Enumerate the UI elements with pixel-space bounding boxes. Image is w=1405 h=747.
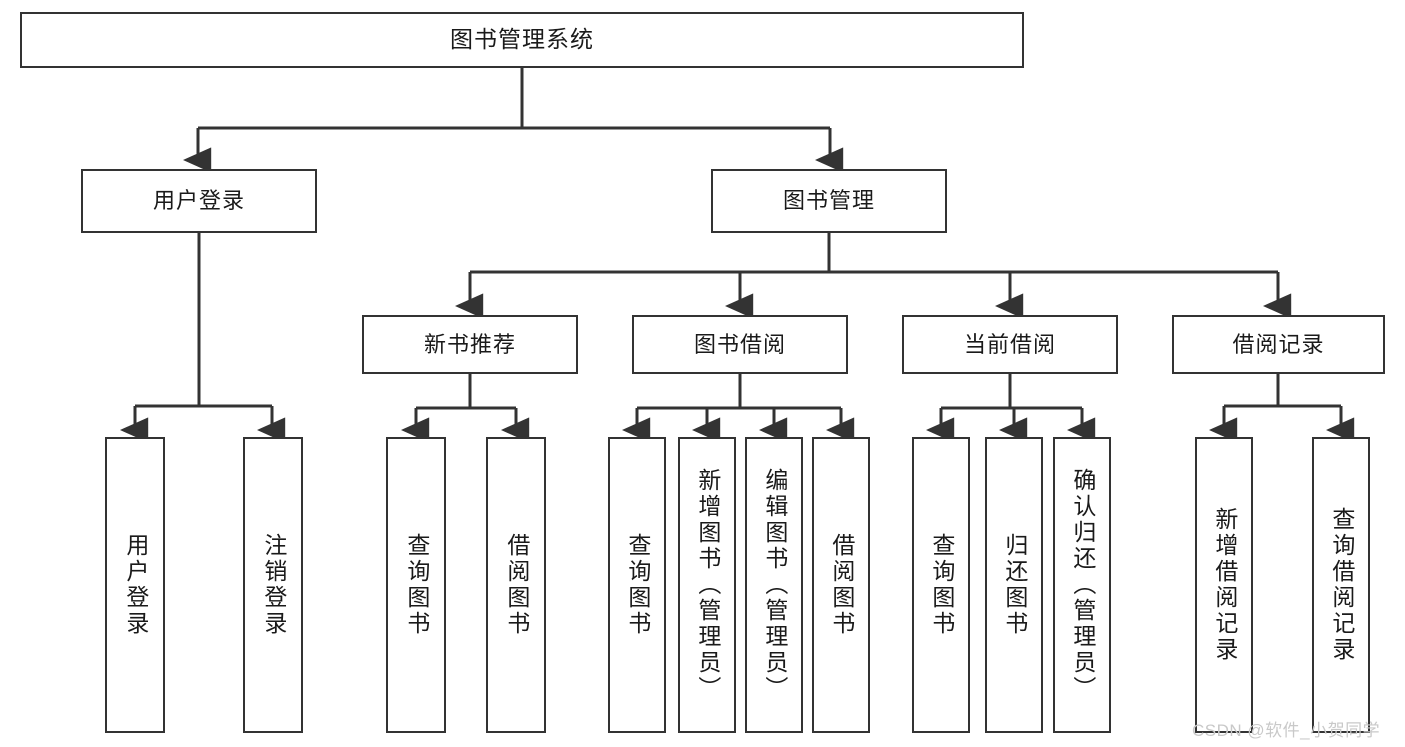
leaf-return-book[interactable]: 归还图书 [985, 437, 1043, 733]
leaf-edit-book-admin-label: 编辑图书（管理员） [761, 468, 788, 702]
leaf-add-book-admin-label: 新增图书（管理员） [694, 468, 721, 702]
leaf-borrow-book-new[interactable]: 借阅图书 [486, 437, 546, 733]
leaf-edit-book-admin[interactable]: 编辑图书（管理员） [745, 437, 803, 733]
leaf-query-book-current[interactable]: 查询图书 [912, 437, 970, 733]
leaf-return-book-label: 归还图书 [1001, 533, 1028, 637]
leaf-logout[interactable]: 注销登录 [243, 437, 303, 733]
node-book-borrow[interactable]: 图书借阅 [632, 315, 848, 374]
node-new-book-recommend[interactable]: 新书推荐 [362, 315, 578, 374]
leaf-add-borrow-record-label: 新增借阅记录 [1211, 507, 1238, 663]
leaf-borrow-book-label: 借阅图书 [828, 533, 855, 637]
node-root-label: 图书管理系统 [450, 26, 594, 53]
leaf-user-login[interactable]: 用户登录 [105, 437, 165, 733]
leaf-borrow-book[interactable]: 借阅图书 [812, 437, 870, 733]
node-borrow-records[interactable]: 借阅记录 [1172, 315, 1385, 374]
connector-group-new-books [401, 374, 530, 443]
connector-group-user-login [120, 233, 286, 443]
node-user-login[interactable]: 用户登录 [81, 169, 317, 233]
connector-group-borrow [622, 374, 855, 443]
leaf-query-book-new-label: 查询图书 [403, 533, 430, 637]
leaf-add-book-admin[interactable]: 新增图书（管理员） [678, 437, 736, 733]
connector-group-book-mgmt [455, 233, 1292, 319]
leaf-confirm-return-admin-label: 确认归还（管理员） [1069, 468, 1096, 702]
node-root[interactable]: 图书管理系统 [20, 12, 1024, 68]
leaf-confirm-return-admin[interactable]: 确认归还（管理员） [1053, 437, 1111, 733]
leaf-add-borrow-record[interactable]: 新增借阅记录 [1195, 437, 1253, 733]
connector-group-current [926, 374, 1096, 443]
csdn-watermark: CSDN @软件_小贺同学 [1192, 721, 1381, 740]
node-book-management[interactable]: 图书管理 [711, 169, 947, 233]
leaf-user-login-label: 用户登录 [122, 533, 149, 637]
node-user-login-label: 用户登录 [152, 188, 245, 214]
node-current-borrow[interactable]: 当前借阅 [902, 315, 1118, 374]
leaf-query-book-new[interactable]: 查询图书 [386, 437, 446, 733]
connector-group-root [183, 68, 844, 173]
node-borrow-records-label: 借阅记录 [1232, 331, 1325, 357]
node-book-management-label: 图书管理 [782, 188, 875, 214]
leaf-query-borrow-record-label: 查询借阅记录 [1328, 507, 1355, 663]
leaf-query-book-current-label: 查询图书 [928, 533, 955, 637]
node-current-borrow-label: 当前借阅 [963, 331, 1056, 357]
connector-group-records [1209, 374, 1355, 443]
leaf-borrow-book-new-label: 借阅图书 [503, 533, 530, 637]
node-book-borrow-label: 图书借阅 [693, 331, 786, 357]
node-new-book-recommend-label: 新书推荐 [423, 331, 516, 357]
leaf-logout-label: 注销登录 [260, 533, 287, 637]
leaf-query-book-borrow[interactable]: 查询图书 [608, 437, 666, 733]
leaf-query-book-borrow-label: 查询图书 [624, 533, 651, 637]
leaf-query-borrow-record[interactable]: 查询借阅记录 [1312, 437, 1370, 733]
